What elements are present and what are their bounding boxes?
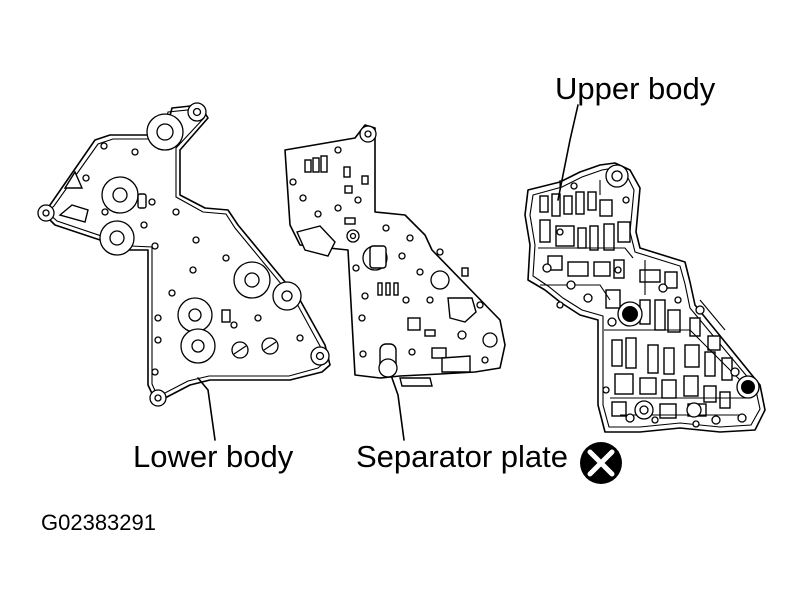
circle-x-icon — [580, 442, 622, 484]
upper-body-illustration — [524, 104, 766, 433]
lower-body-illustration — [37, 102, 331, 441]
separator-plate-label: Separator plate — [356, 439, 568, 474]
separator-plate-illustration — [284, 124, 506, 441]
figure-code: G02383291 — [41, 510, 156, 535]
lower-body-label: Lower body — [133, 439, 294, 474]
upper-body-label: Upper body — [555, 71, 716, 106]
